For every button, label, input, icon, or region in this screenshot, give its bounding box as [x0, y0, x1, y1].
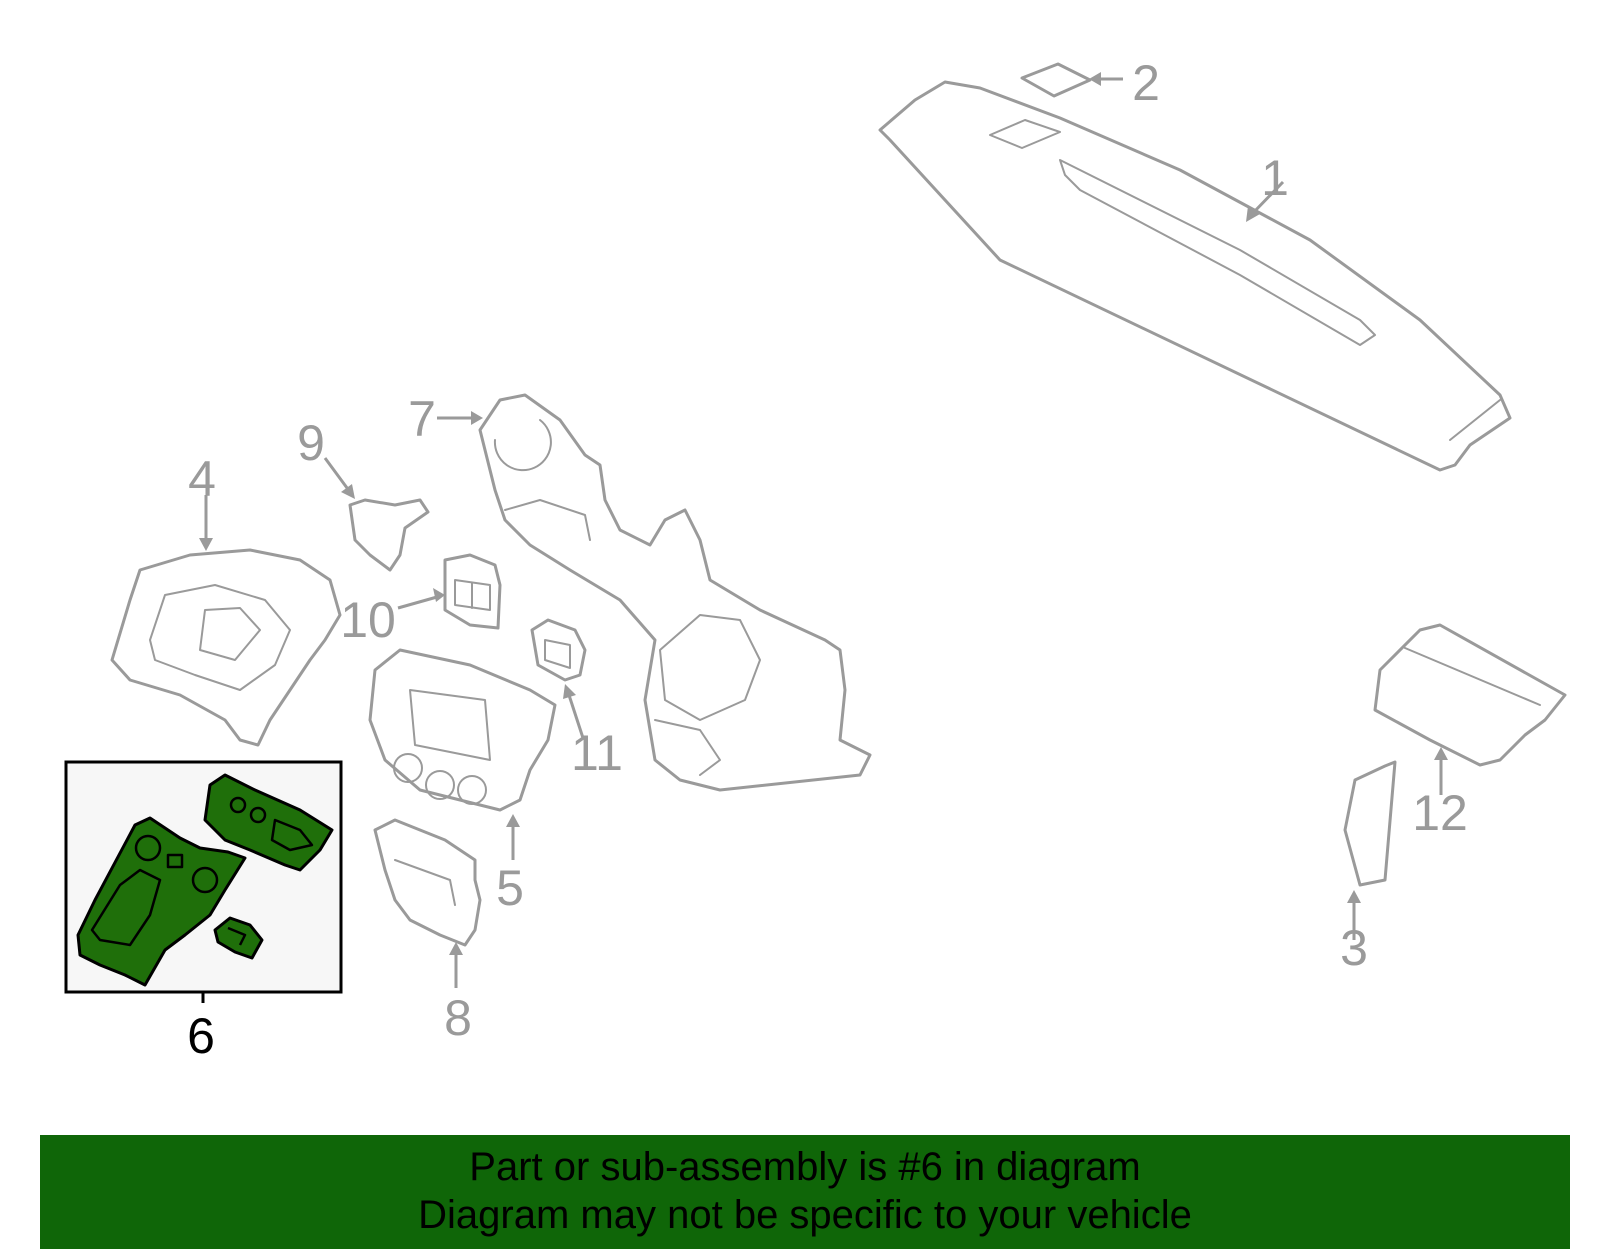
callout-1: 1	[1261, 150, 1289, 206]
part-12-glove-box	[1373, 623, 1567, 767]
part-3-end-cap	[1343, 760, 1397, 887]
part-5-center-bezel	[368, 648, 557, 812]
part-2-pad	[1020, 62, 1092, 98]
banner-line-part: Part or sub-assembly is #6 in diagram	[469, 1145, 1141, 1189]
callout-4: 4	[188, 451, 216, 507]
part-6-inset[interactable]	[64, 760, 343, 994]
callout-9: 9	[297, 415, 325, 471]
callout-11: 11	[571, 725, 623, 781]
part-6-small-switch[interactable]	[213, 916, 264, 960]
part-7-lower-trim	[478, 393, 872, 792]
leader-lines	[199, 72, 1448, 1003]
callout-7: 7	[408, 391, 436, 447]
part-4-cluster-bezel	[110, 548, 342, 747]
callout-2: 2	[1132, 55, 1160, 111]
part-10-switch	[443, 553, 502, 630]
part-6-switch-panel[interactable]	[203, 773, 334, 872]
callout-5: 5	[496, 860, 524, 916]
part-8-lower-center-trim	[373, 818, 482, 947]
info-banner: Part or sub-assembly is #6 in diagram Di…	[40, 1135, 1570, 1249]
callout-12: 12	[1412, 785, 1468, 841]
callout-8: 8	[444, 990, 472, 1046]
callout-10: 10	[340, 592, 396, 648]
callout-3: 3	[1340, 920, 1368, 976]
part-6-console-panel[interactable]	[76, 816, 247, 987]
banner-line-disclaimer: Diagram may not be specific to your vehi…	[418, 1193, 1192, 1237]
part-11-module	[530, 618, 587, 682]
callout-6[interactable]: 6	[187, 1008, 215, 1064]
part-1-dash-top-panel	[878, 80, 1512, 472]
part-9-bracket	[348, 498, 430, 572]
